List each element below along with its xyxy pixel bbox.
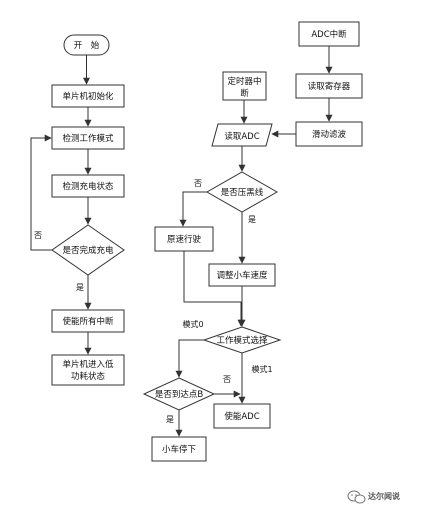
start-label: 开 始 — [74, 40, 100, 51]
charge-no-label: 否 — [34, 231, 42, 240]
charge-done-label: 是否完成充电 — [62, 245, 114, 256]
adc-int-label: ADC中断 — [311, 29, 347, 40]
filter-label: 滑动滤波 — [312, 129, 347, 140]
read-reg-label: 读取寄存器 — [308, 81, 351, 92]
reachb-yes-label: 是 — [166, 415, 174, 424]
left-flow: 开 始 单片机初始化 检测工作模式 检测充电状态 是否完成充电 否 是 使能所有… — [30, 34, 125, 386]
mode1-label: 模式1 — [251, 364, 272, 374]
arrow-charge-no-loop — [30, 134, 52, 251]
read-adc-label: 读取ADC — [224, 131, 259, 142]
watermark: 达尔闻说 — [347, 490, 400, 504]
arrow-keep-merge — [183, 251, 245, 327]
arrow-mode0 — [175, 339, 204, 378]
detect-mode-label: 检测工作模式 — [62, 133, 114, 144]
low-power-label-1: 单片机进入低 — [62, 359, 114, 370]
detect-charge-label: 检测充电状态 — [62, 181, 114, 192]
init-label: 单片机初始化 — [62, 91, 114, 102]
read-adc-io — [211, 123, 273, 147]
charge-yes-label: 是 — [76, 283, 84, 292]
keep-speed-box — [154, 226, 214, 252]
right-flow: ADC中断 读取寄存器 滑动滤波 定时器中 断 读取ADC 是否压黑线 否 是 … — [142, 21, 363, 462]
watermark-text: 达尔闻说 — [368, 491, 400, 501]
adjust-speed-label: 调整小车速度 — [216, 270, 268, 281]
reach-b-label: 是否到达点B — [155, 389, 204, 400]
on-black-label: 是否压黑线 — [221, 187, 264, 198]
low-power-label-2: 功耗状态 — [71, 371, 106, 382]
timer-int-label-2: 断 — [240, 88, 249, 99]
read-reg-box — [295, 73, 363, 99]
wechat-icon — [347, 490, 366, 504]
enable-adc-box — [213, 403, 271, 429]
enable-int-label: 使能所有中断 — [62, 316, 114, 327]
arrow-black-no — [179, 191, 207, 227]
low-power-box — [51, 354, 125, 386]
black-no-label: 否 — [194, 179, 202, 188]
timer-int-label-1: 定时器中 — [227, 76, 261, 87]
reachb-no-label: 否 — [223, 375, 231, 384]
mode-select-label: 工作模式选择 — [216, 335, 268, 346]
stop-box — [151, 436, 207, 462]
black-yes-label: 是 — [248, 215, 256, 224]
stop-label: 小车停下 — [162, 444, 197, 455]
keep-speed-label: 原速行驶 — [167, 234, 202, 245]
enable-adc-label: 使能ADC — [224, 411, 259, 422]
adc-int-box — [298, 21, 360, 47]
timer-int-box — [222, 71, 267, 101]
mode0-label: 模式0 — [182, 319, 203, 329]
